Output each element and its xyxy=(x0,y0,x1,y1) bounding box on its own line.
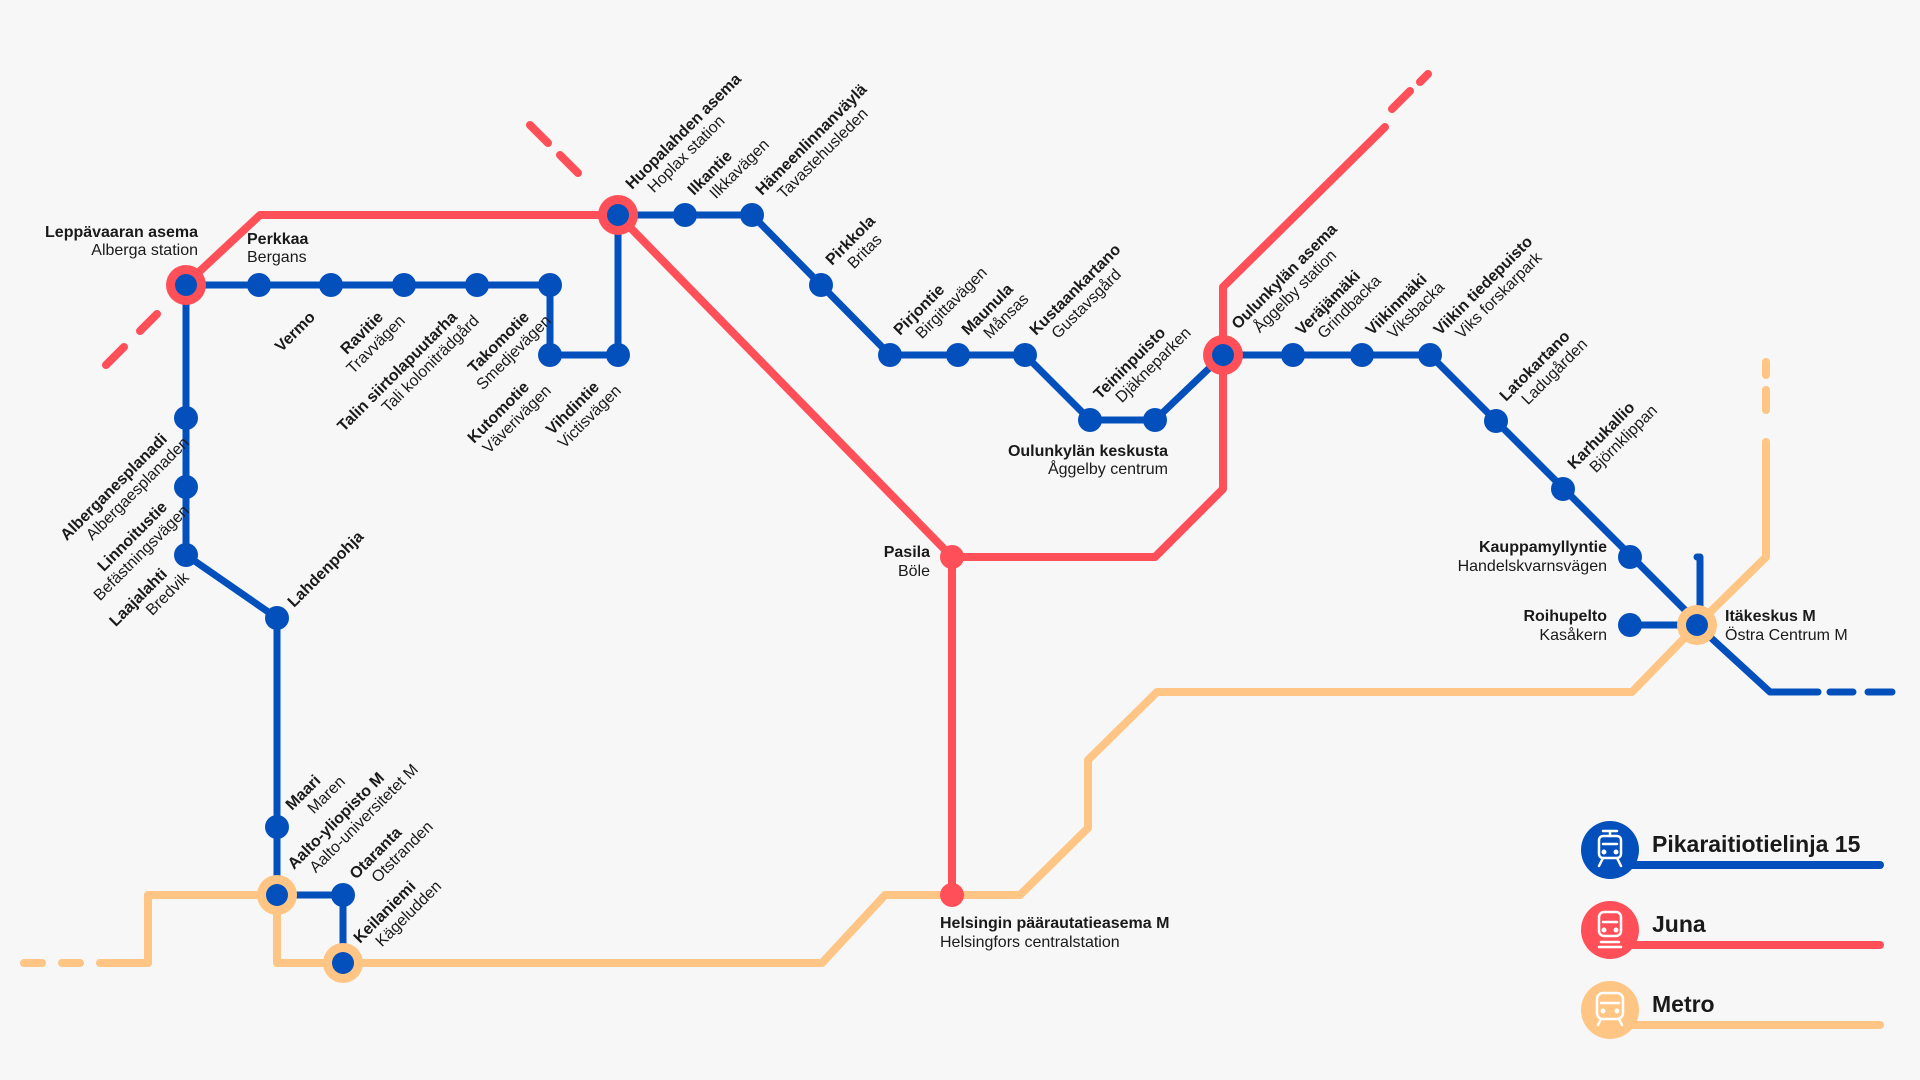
label-perkkaa-sv: Bergans xyxy=(247,249,307,266)
legend-item-train: Juna xyxy=(1581,901,1884,959)
station-lahdenpohja-dot[interactable] xyxy=(265,606,289,630)
station-ilkantie-dot[interactable] xyxy=(673,203,697,227)
station-ravitie-dot[interactable] xyxy=(392,273,416,297)
station-laajalahti-dot[interactable] xyxy=(174,543,198,567)
legend-label-train: Juna xyxy=(1652,911,1706,937)
station-talin-dot[interactable] xyxy=(465,273,489,297)
station-karhukallio-dot[interactable] xyxy=(1551,477,1575,501)
label-kauppamyllyntie-fi: Kauppamyllyntie xyxy=(1479,539,1607,556)
label-oulunkylan-keskusta-fi: Oulunkylän keskusta xyxy=(1008,443,1168,460)
horizontal-labels: Leppävaaran asema Alberga station Perkka… xyxy=(45,224,1848,951)
station-vihdintie-dot[interactable] xyxy=(606,343,630,367)
metro-line xyxy=(20,358,1770,967)
station-takomotie-dot[interactable] xyxy=(538,273,562,297)
label-itakeskus-sv: Östra Centrum M xyxy=(1725,626,1848,644)
legend-item-tram: Pikaraitiotielinja 15 xyxy=(1581,821,1884,879)
tram-icon xyxy=(1597,829,1623,868)
station-teininpuisto-dot[interactable] xyxy=(1078,408,1102,432)
label-leppavaara-fi: Leppävaaran asema xyxy=(45,224,198,241)
station-latokartano-dot[interactable] xyxy=(1484,409,1508,433)
station-pirkkola-dot[interactable] xyxy=(809,273,833,297)
label-perkkaa-fi: Perkkaa xyxy=(247,231,308,248)
station-helsinki-dot[interactable] xyxy=(940,883,964,907)
label-leppavaara-sv: Alberga station xyxy=(91,242,198,259)
station-linnoitustie-dot[interactable] xyxy=(174,475,198,499)
station-veraja-dot[interactable] xyxy=(1281,343,1305,367)
label-roihupelto-sv: Kasåkern xyxy=(1539,626,1607,644)
station-albergan-dot[interactable] xyxy=(174,406,198,430)
tram-stations xyxy=(174,203,1642,907)
label-helsinki-fi: Helsingin päärautatieasema M xyxy=(940,915,1169,932)
label-roihupelto-fi: Roihupelto xyxy=(1523,608,1607,625)
station-kauppamyllyntie-dot[interactable] xyxy=(1618,545,1642,569)
station-viikinmaki-dot[interactable] xyxy=(1350,343,1374,367)
interchange-stations xyxy=(166,195,1717,983)
station-pirjontie-dot[interactable] xyxy=(878,343,902,367)
label-pasila-fi: Pasila xyxy=(884,544,930,561)
station-kustaankartano-dot[interactable] xyxy=(1013,343,1037,367)
station-otaranta-dot[interactable] xyxy=(331,883,355,907)
legend-item-metro: Metro xyxy=(1581,981,1884,1039)
legend-label-metro: Metro xyxy=(1652,991,1715,1017)
station-perkkaa-dot[interactable] xyxy=(247,273,271,297)
label-kauppamyllyntie-sv: Handelskvarnsvägen xyxy=(1458,558,1607,575)
station-pasila-dot[interactable] xyxy=(940,545,964,569)
station-viikin-tiedepuisto-dot[interactable] xyxy=(1418,343,1442,367)
station-kutomotie-dot[interactable] xyxy=(538,343,562,367)
train-icon xyxy=(1597,910,1623,949)
station-maunula-dot[interactable] xyxy=(946,343,970,367)
legend-label-tram: Pikaraitiotielinja 15 xyxy=(1652,831,1861,857)
station-oulunkylan-keskusta-dot[interactable] xyxy=(1143,408,1167,432)
legend: Pikaraitiotielinja 15 Juna xyxy=(1581,821,1884,1039)
station-vermo-dot[interactable] xyxy=(319,273,343,297)
station-roihupelto-dot[interactable] xyxy=(1618,613,1642,637)
label-oulunkylan-keskusta-sv: Åggelby centrum xyxy=(1048,459,1168,478)
label-pasila-sv: Böle xyxy=(898,563,930,580)
label-itakeskus-fi: Itäkeskus M xyxy=(1725,608,1816,625)
label-helsinki-sv: Helsingfors centralstation xyxy=(940,934,1120,951)
metro-icon xyxy=(1595,991,1625,1027)
station-maari-dot[interactable] xyxy=(265,815,289,839)
station-hameenlinnanvayla-dot[interactable] xyxy=(740,203,764,227)
